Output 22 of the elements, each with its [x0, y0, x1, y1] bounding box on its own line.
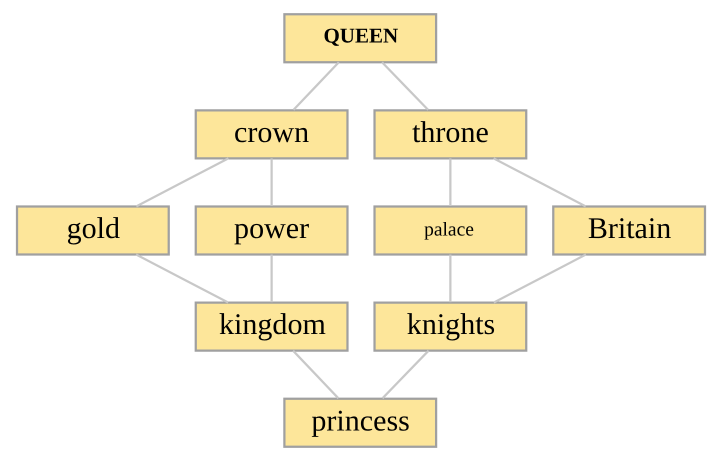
connector	[493, 157, 586, 208]
node-box: knights	[373, 301, 528, 352]
node-box: Britain	[552, 205, 706, 256]
node-box: power	[194, 205, 349, 256]
connector	[136, 157, 229, 208]
node-box: kingdom	[194, 301, 349, 352]
connector	[493, 254, 586, 304]
connector	[292, 62, 340, 111]
connector	[136, 254, 229, 304]
node-box: gold	[16, 205, 170, 256]
connector	[449, 254, 452, 302]
connector	[381, 61, 429, 111]
connector	[449, 158, 452, 206]
connector	[270, 158, 273, 206]
node-box: crown	[194, 109, 349, 160]
connector	[270, 254, 273, 302]
connector	[292, 350, 340, 400]
node-box: palace	[373, 205, 528, 256]
node-box: QUEEN	[283, 13, 438, 64]
node-box: throne	[373, 109, 528, 160]
connector	[382, 350, 430, 400]
node-box: princess	[283, 398, 438, 448]
